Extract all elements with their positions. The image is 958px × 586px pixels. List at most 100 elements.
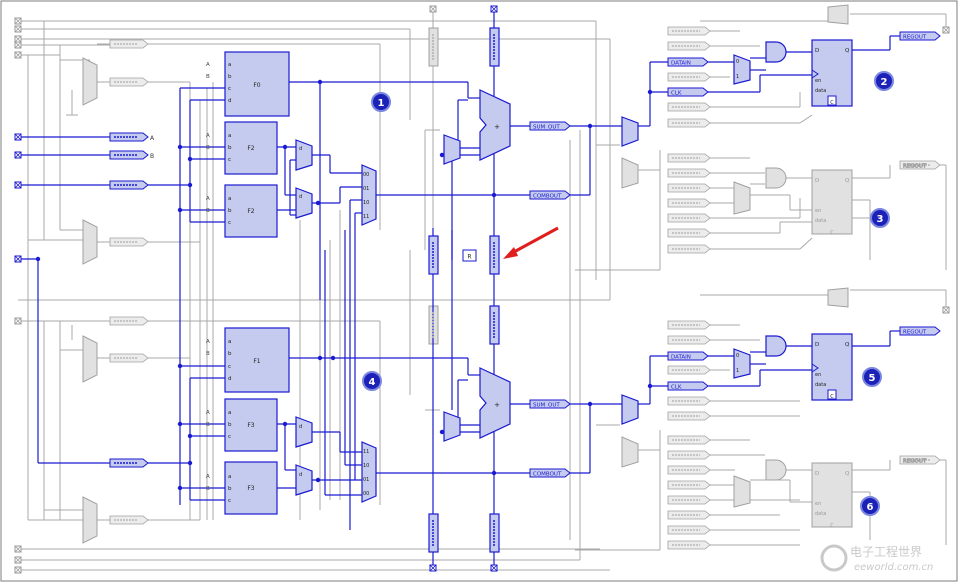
net-tag-clk-lower	[667, 381, 709, 391]
ff-pin-q: Q	[845, 471, 850, 477]
net-tag-regout-5	[899, 326, 941, 336]
mux-pin-label: 01	[363, 477, 369, 483]
badge-3	[870, 208, 890, 228]
ff-pin-d: D	[815, 342, 819, 348]
junction-dot	[330, 355, 336, 361]
ff-pin-q: Q	[845, 178, 850, 184]
lut-name-f0: F0	[253, 82, 260, 89]
mux2-lower-b	[295, 464, 313, 496]
out-mux-upper	[621, 116, 639, 147]
junction-dot	[177, 421, 183, 427]
lut-input-letter: B	[206, 351, 210, 357]
mux-pin-label: d	[299, 194, 302, 200]
lut-pin-label: a	[228, 339, 231, 345]
net-tag-regout-2	[899, 31, 941, 41]
lut-pin-label: a	[228, 62, 231, 68]
ff-pin-en: en	[815, 501, 821, 507]
junction-dot	[177, 207, 183, 213]
lut-pin-label: d	[228, 376, 232, 382]
lut-name-f1: F1	[253, 358, 260, 365]
junction-dot	[187, 460, 193, 466]
net-label-comb-out-upper: COMBOUT	[533, 194, 562, 200]
mux-pin-label: 11	[363, 214, 369, 220]
badge-5	[862, 367, 882, 387]
ff-pin-en: en	[815, 372, 821, 378]
lut-input-letter: A	[206, 410, 210, 416]
junction-dot	[315, 200, 321, 206]
junction-dot	[439, 429, 445, 435]
junction-dot	[647, 383, 653, 389]
ff-pin-data: data	[815, 511, 826, 517]
mux-pin-label: 10	[363, 463, 369, 469]
mux2-lower-a	[295, 416, 313, 448]
badge-label-2: 2	[881, 77, 888, 88]
junction-dot	[282, 421, 288, 427]
lut-pin-label: c	[228, 434, 231, 440]
lut-pin-label: b	[228, 422, 232, 428]
net-label-regout-6: REGOUT	[903, 459, 927, 465]
lut-pin-label: b	[228, 145, 232, 151]
lut-pin-label: c	[228, 157, 231, 163]
net-tag-datain-upper	[667, 57, 709, 67]
lut-input-letter: A	[206, 474, 210, 480]
carry-mux-lower	[443, 411, 461, 442]
net-label-comb-out-lower: COMBOUT	[533, 472, 562, 478]
register-r-label: R	[467, 254, 471, 261]
lut-f2b-upper	[224, 184, 278, 238]
badge-label-3: 3	[877, 214, 884, 225]
junction-dot	[177, 144, 183, 150]
lut-f2a-upper	[224, 121, 278, 175]
ff-pin-data: data	[815, 218, 826, 224]
lut-pin-label: b	[228, 486, 232, 492]
lut-f3b-lower	[224, 461, 278, 515]
ff-pin-d: D	[815, 48, 819, 54]
watermark-logo: 电子工程世界 eeworld.com.cn	[820, 538, 950, 578]
mux-pin-label: 10	[363, 200, 369, 206]
lut-pin-label: a	[228, 196, 231, 202]
lut-f0-upper	[224, 51, 290, 117]
flipflop-lower	[811, 333, 853, 401]
badge-4	[362, 371, 382, 391]
carry-mux-upper	[443, 134, 461, 165]
mux2-upper-a	[295, 139, 313, 171]
mux-pin-label: 1	[736, 368, 739, 374]
red-arrow-annotation	[503, 226, 559, 259]
lut-pin-label: a	[228, 474, 231, 480]
junction-dot	[647, 89, 653, 95]
junction-dot	[282, 144, 288, 150]
mux-pin-label: 00	[363, 172, 369, 178]
junction-dot	[491, 192, 497, 198]
junction-dot	[177, 363, 183, 369]
mux4-lower	[361, 441, 377, 503]
lut-pin-label: a	[228, 410, 231, 416]
mux-pin-label: 0	[736, 59, 739, 65]
ff-pin-d: D	[815, 471, 819, 477]
and-gate-upper	[765, 41, 787, 63]
junction-dot	[317, 355, 323, 361]
junction-dot	[187, 156, 193, 162]
ff-pin-q: Q	[845, 342, 850, 348]
lut-pin-label: c	[228, 220, 231, 226]
junction-dot	[315, 477, 321, 483]
watermark-url: eeworld.com.cn	[854, 562, 933, 573]
net-tag-clk-upper	[667, 87, 709, 97]
junction-dot	[187, 433, 193, 439]
lut-pin-label: b	[228, 351, 232, 357]
junction-dot	[587, 401, 593, 407]
lut-input-letter: B	[206, 145, 210, 151]
lower-logic	[224, 305, 511, 553]
net-label-regout-2: REGOUT	[903, 35, 927, 41]
lut-input-letter: A	[206, 196, 210, 202]
mux-pin-label: 0	[736, 353, 739, 359]
junction-dot	[491, 470, 497, 476]
lut-name-f2a: F2	[247, 145, 254, 152]
lut-f3a-lower	[224, 398, 278, 452]
register-r-box	[462, 249, 477, 262]
out-mux-lower	[621, 394, 639, 425]
net-tag-comb-out-upper	[529, 190, 571, 200]
lut-input-letter: A	[206, 133, 210, 139]
mux-pin-label: d	[299, 424, 302, 430]
badge-1	[371, 92, 391, 112]
ff-mux-upper	[733, 54, 751, 85]
